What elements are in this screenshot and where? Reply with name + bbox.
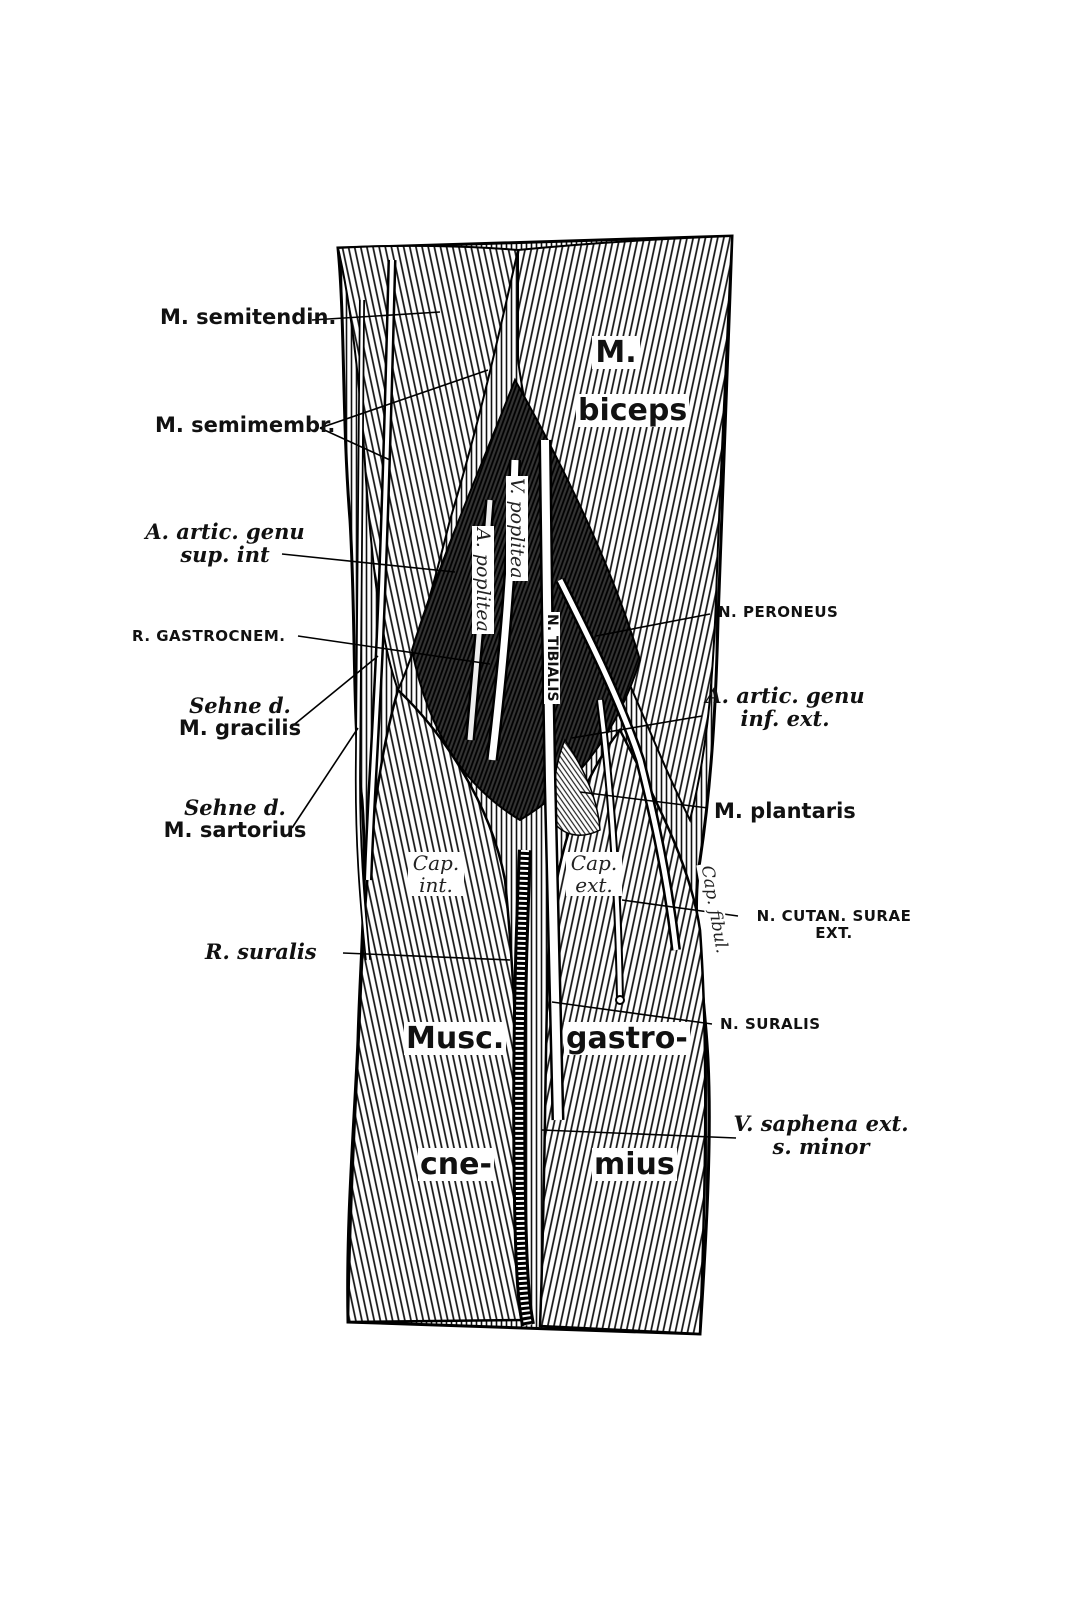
label-biceps-m: M. bbox=[592, 336, 640, 369]
label-gracilis-line2: M. gracilis bbox=[178, 716, 302, 741]
label-artic-inf-line2: inf. ext. bbox=[740, 706, 830, 732]
label-biceps: biceps bbox=[576, 393, 690, 428]
label-cap-ext-line1: Cap. bbox=[570, 851, 618, 875]
label-gracilis-line1: Sehne d. bbox=[189, 693, 291, 718]
label-v-saphena: V. saphena ext. s. minor bbox=[726, 1112, 916, 1158]
label-a-poplitea: A. poplitea bbox=[472, 526, 494, 634]
label-cutan-line2: EXT. bbox=[815, 923, 853, 942]
label-artic-sup-line1: A. artic. genu bbox=[145, 519, 305, 544]
label-n-suralis: N. SURALIS bbox=[720, 1015, 821, 1033]
label-sartorius-tendon: Sehne d. M. sartorius bbox=[160, 796, 310, 842]
leader-lines-right bbox=[541, 613, 739, 1139]
label-artic-inf-line1: A. artic. genu bbox=[705, 683, 865, 708]
label-r-suralis: R. suralis bbox=[205, 939, 317, 964]
label-mius: mius bbox=[592, 1147, 677, 1182]
label-saphena-line1: V. saphena ext. bbox=[733, 1111, 909, 1136]
label-v-poplitea: V. poplitea bbox=[506, 476, 528, 581]
label-cap-int: Cap. int. bbox=[408, 852, 464, 896]
label-cap-ext: Cap. ext. bbox=[566, 852, 622, 896]
leader-lines-left bbox=[281, 311, 511, 961]
label-saphena-line2: s. minor bbox=[772, 1134, 870, 1160]
label-r-gastrocnem: R. GASTROCNEM. bbox=[132, 627, 286, 645]
label-gastro: gastro- bbox=[564, 1021, 690, 1056]
label-n-peroneus: N. PERONEUS bbox=[718, 603, 839, 621]
label-cutan-line1: N. CUTAN. SURAE bbox=[756, 907, 912, 925]
label-semimembranosus: M. semimembr. bbox=[155, 413, 336, 437]
label-cne: cne- bbox=[418, 1147, 494, 1182]
label-cap-int-line2: int. bbox=[419, 873, 453, 897]
label-semitendinosus: M. semitendin. bbox=[160, 305, 337, 329]
label-cap-int-line1: Cap. bbox=[412, 851, 460, 875]
label-m-plantaris: M. plantaris bbox=[714, 799, 856, 823]
label-n-cutan-surae-ext: N. CUTAN. SURAE EXT. bbox=[744, 908, 924, 941]
label-sartorius-line2: M. sartorius bbox=[163, 818, 307, 843]
label-cap-ext-line2: ext. bbox=[575, 873, 613, 897]
label-gracilis-tendon: Sehne d. M. gracilis bbox=[170, 694, 310, 740]
label-sartorius-line1: Sehne d. bbox=[184, 795, 286, 820]
label-n-tibialis: N. TIBIALIS bbox=[544, 612, 560, 704]
label-musc: Musc. bbox=[404, 1021, 507, 1056]
label-artic-genu-inf-ext: A. artic. genu inf. ext. bbox=[700, 684, 870, 730]
label-artic-sup-line2: sup. int bbox=[180, 542, 270, 568]
label-artic-genu-sup-int: A. artic. genu sup. int bbox=[140, 520, 310, 566]
